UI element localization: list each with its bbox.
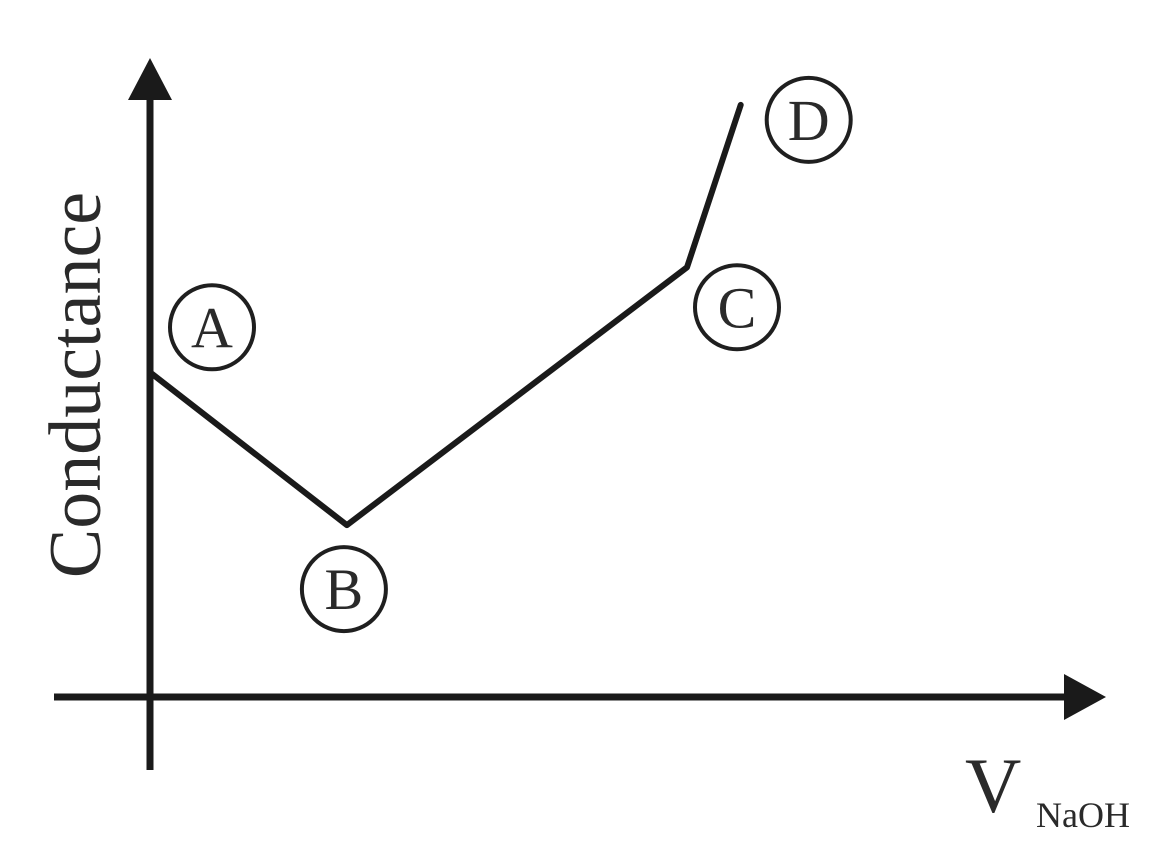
y-axis-label: Conductance (35, 192, 117, 578)
point-a-ring (168, 283, 256, 372)
point-d-ring (764, 75, 853, 164)
x-axis-label-subscript: NaOH (1036, 795, 1130, 835)
point-b-label: B (325, 557, 364, 622)
point-a-label: A (191, 295, 233, 360)
x-axis-arrowhead (1064, 674, 1106, 720)
point-b-ring (299, 545, 388, 634)
y-axis-arrowhead (128, 58, 172, 100)
point-d-label: D (788, 88, 830, 153)
conductance-curve (147, 101, 744, 529)
series-layer: A B C D (147, 75, 853, 634)
point-c-label: C (718, 275, 757, 340)
x-axis-label: V (965, 742, 1021, 829)
point-c-ring (693, 263, 781, 352)
